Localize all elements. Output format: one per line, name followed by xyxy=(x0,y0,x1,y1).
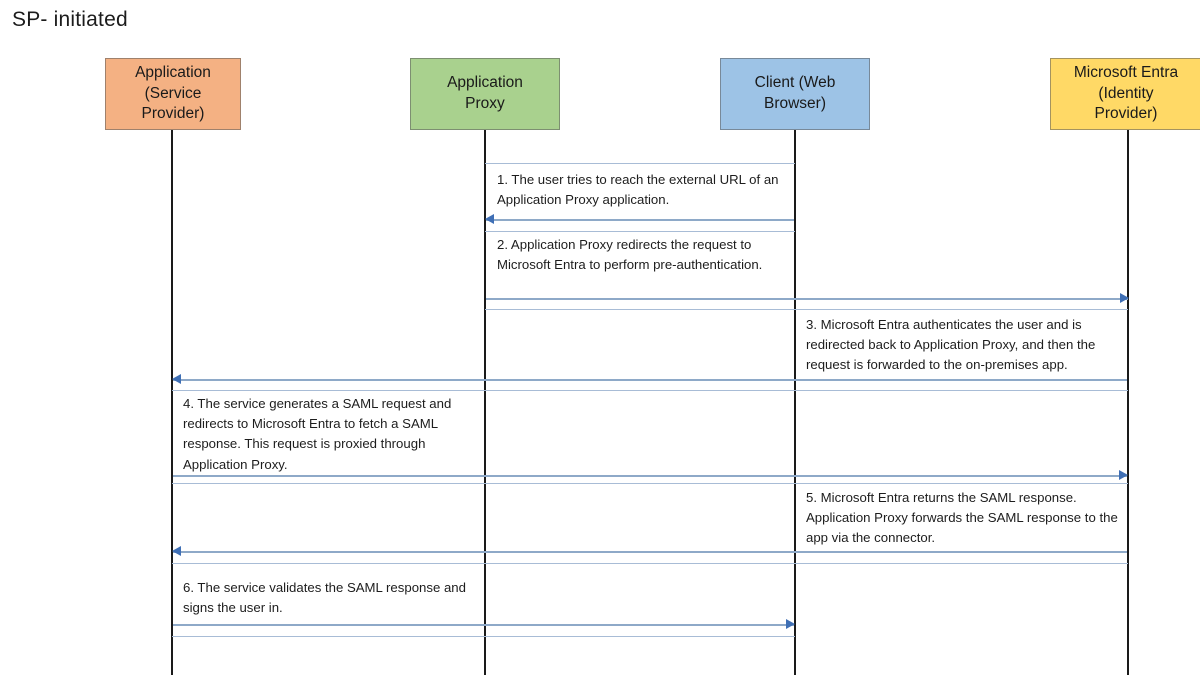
arrow-shaft xyxy=(486,219,794,221)
separator-rule xyxy=(485,163,795,164)
separator-rule xyxy=(172,483,1128,484)
lifeline-service-provider xyxy=(171,130,173,675)
participant-box-service-provider: Application (Service Provider) xyxy=(105,58,241,130)
arrow-shaft xyxy=(173,551,1127,553)
participant-label-identity-provider: Microsoft Entra (Identity Provider) xyxy=(1073,64,1179,123)
separator-rule xyxy=(485,231,795,232)
separator-rule xyxy=(795,390,1128,391)
lifeline-application-proxy xyxy=(484,130,486,675)
arrow-shaft xyxy=(486,298,1128,300)
participant-label-service-provider: Application (Service Provider) xyxy=(135,64,211,123)
participant-box-identity-provider: Microsoft Entra (Identity Provider) xyxy=(1050,58,1200,130)
message-text-5: 5. Microsoft Entra returns the SAML resp… xyxy=(806,490,1118,546)
separator-rule xyxy=(485,309,1128,310)
message-text-2: 2. Application Proxy redirects the reque… xyxy=(497,237,763,273)
message-text-6: 6. The service validates the SAML respon… xyxy=(183,580,466,616)
lifeline-client xyxy=(794,130,796,675)
arrow-shaft xyxy=(173,379,1127,381)
separator-rule xyxy=(172,390,795,391)
message-arrow-1 xyxy=(485,214,794,225)
participant-label-client: Client (Web Browser) xyxy=(754,74,836,112)
separator-rule xyxy=(172,636,795,637)
arrow-head-left-icon xyxy=(485,214,494,224)
message-text-3: 3. Microsoft Entra authenticates the use… xyxy=(806,317,1096,373)
message-arrow-3 xyxy=(172,374,1127,385)
participant-box-client: Client (Web Browser) xyxy=(720,58,870,130)
arrow-shaft xyxy=(173,475,1127,477)
page-title: SP- initiated xyxy=(12,8,128,31)
message-text-4: 4. The service generates a SAML request … xyxy=(183,396,452,472)
participant-label-application-proxy: Application Proxy xyxy=(447,74,523,112)
arrow-head-left-icon xyxy=(172,374,181,384)
lifeline-identity-provider xyxy=(1127,130,1129,675)
separator-rule xyxy=(172,563,795,564)
participant-box-application-proxy: Application Proxy xyxy=(410,58,560,130)
separator-rule xyxy=(795,563,1128,564)
arrow-head-left-icon xyxy=(172,546,181,556)
message-text-1: 1. The user tries to reach the external … xyxy=(497,172,779,208)
message-arrow-2 xyxy=(486,293,1129,304)
